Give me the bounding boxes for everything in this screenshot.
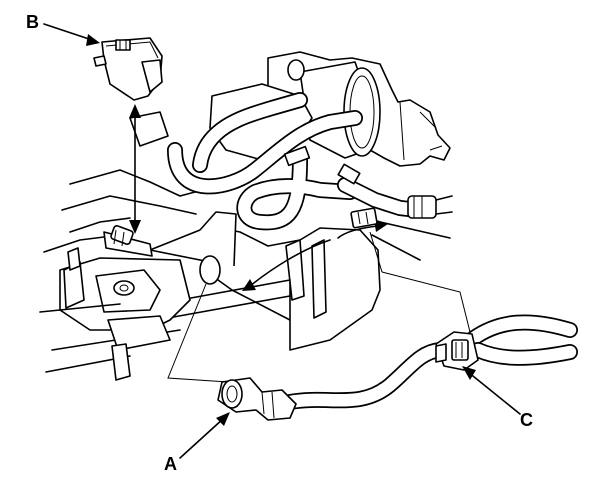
sensor-unit	[103, 225, 153, 257]
base-plate	[39, 247, 191, 381]
callout-c-label: C	[520, 410, 533, 430]
lower-bracket	[149, 211, 381, 351]
connector-c	[435, 331, 479, 371]
upper-hoses	[167, 92, 426, 231]
right-fitting	[371, 195, 453, 261]
connector-a	[217, 377, 297, 421]
leader-lines	[167, 231, 471, 383]
center-clip	[350, 207, 378, 229]
detached-hose	[282, 314, 578, 410]
part-b	[93, 37, 163, 101]
callout-a-label: A	[164, 454, 177, 474]
callout-b-label: B	[26, 12, 39, 32]
callout-leaders	[43, 23, 521, 459]
direction-arrows	[129, 104, 388, 291]
